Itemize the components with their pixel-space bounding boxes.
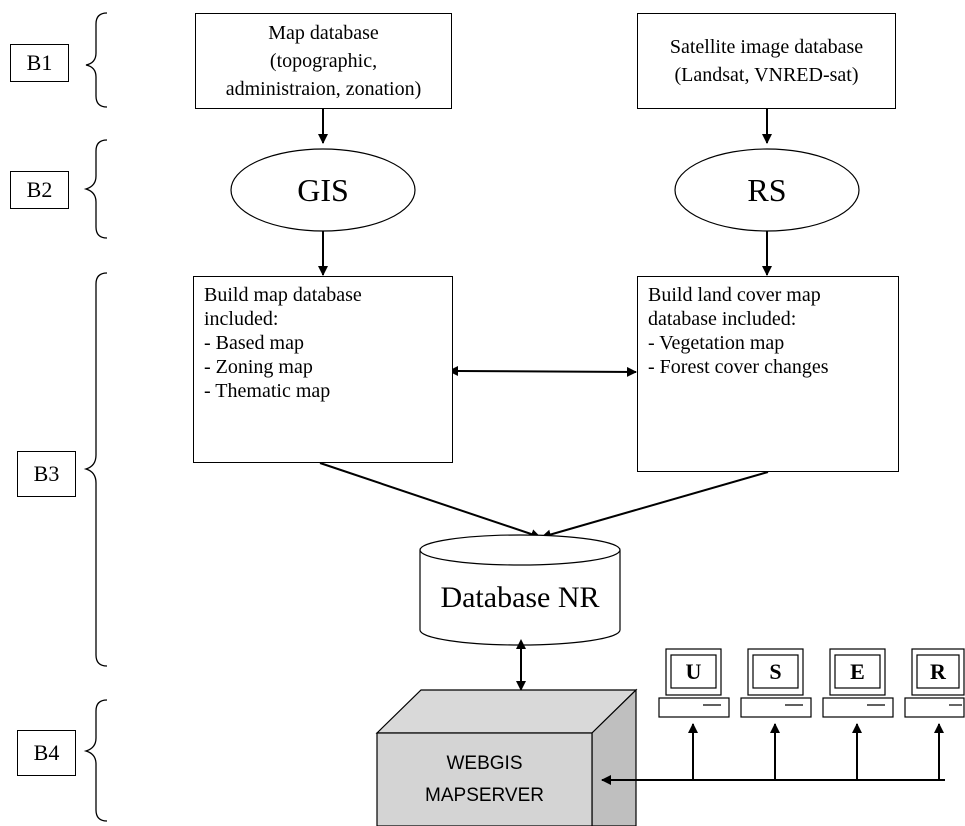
gis-label: GIS [297,171,349,208]
user-network [601,723,945,785]
user-letter-s: S [769,658,782,684]
stage-label-b4: B4 [17,730,76,776]
arrow-landcover-db [541,471,769,540]
database-nr-label: Database NR [440,581,600,614]
build-map-line-3: - Based map [204,332,304,354]
rs-label: RS [747,171,787,208]
build-landcover-line-3: - Vegetation map [648,332,785,354]
build-landcover-database-box: Build land cover map database included: … [637,276,899,472]
brace-b3 [83,272,108,667]
user-letter-u: U [685,658,702,684]
arrow-buildmap-db [319,462,541,539]
build-landcover-line-4: - Forest cover changes [648,356,829,378]
build-landcover-line-2: database included: [648,308,797,330]
stage-label-b3: B3 [17,451,76,497]
stage-label-b2: B2 [10,171,69,209]
map-database-line-3: administraion, zonation) [225,78,422,100]
webgis-mapserver-label: WEBGIS MAPSERVER [377,733,592,826]
brace-b2 [83,139,108,239]
server-line-1: WEBGIS [446,752,523,774]
build-landcover-line-1: Build land cover map [648,284,821,306]
map-database-box: Map database (topographic, administraion… [195,13,452,109]
computer-u [658,648,730,718]
satellite-database-line-1: Satellite image database [669,36,864,58]
user-letter-e: E [850,658,865,684]
arrow-build-link [448,366,637,377]
stage-label-b1: B1 [10,44,69,82]
map-database-line-1: Map database [268,22,379,44]
build-map-line-5: - Thematic map [204,380,331,402]
build-map-database-box: Build map database included: - Based map… [193,276,453,463]
user-letter-r: R [930,658,946,684]
database-cylinder [419,534,621,646]
map-database-line-2: (topographic, [269,50,378,72]
computer-s [740,648,812,718]
brace-b1 [85,12,108,108]
satellite-database-box: Satellite image database (Landsat, VNRED… [637,13,896,109]
build-map-line-4: - Zoning map [204,356,313,378]
satellite-database-line-2: (Landsat, VNRED-sat) [674,64,859,86]
server-box [375,688,638,826]
computer-r [904,648,965,718]
brace-b4 [83,699,108,822]
computer-e [822,648,894,718]
build-map-line-1: Build map database [204,284,362,306]
server-line-2: MAPSERVER [425,784,544,806]
build-map-line-2: included: [204,308,279,330]
